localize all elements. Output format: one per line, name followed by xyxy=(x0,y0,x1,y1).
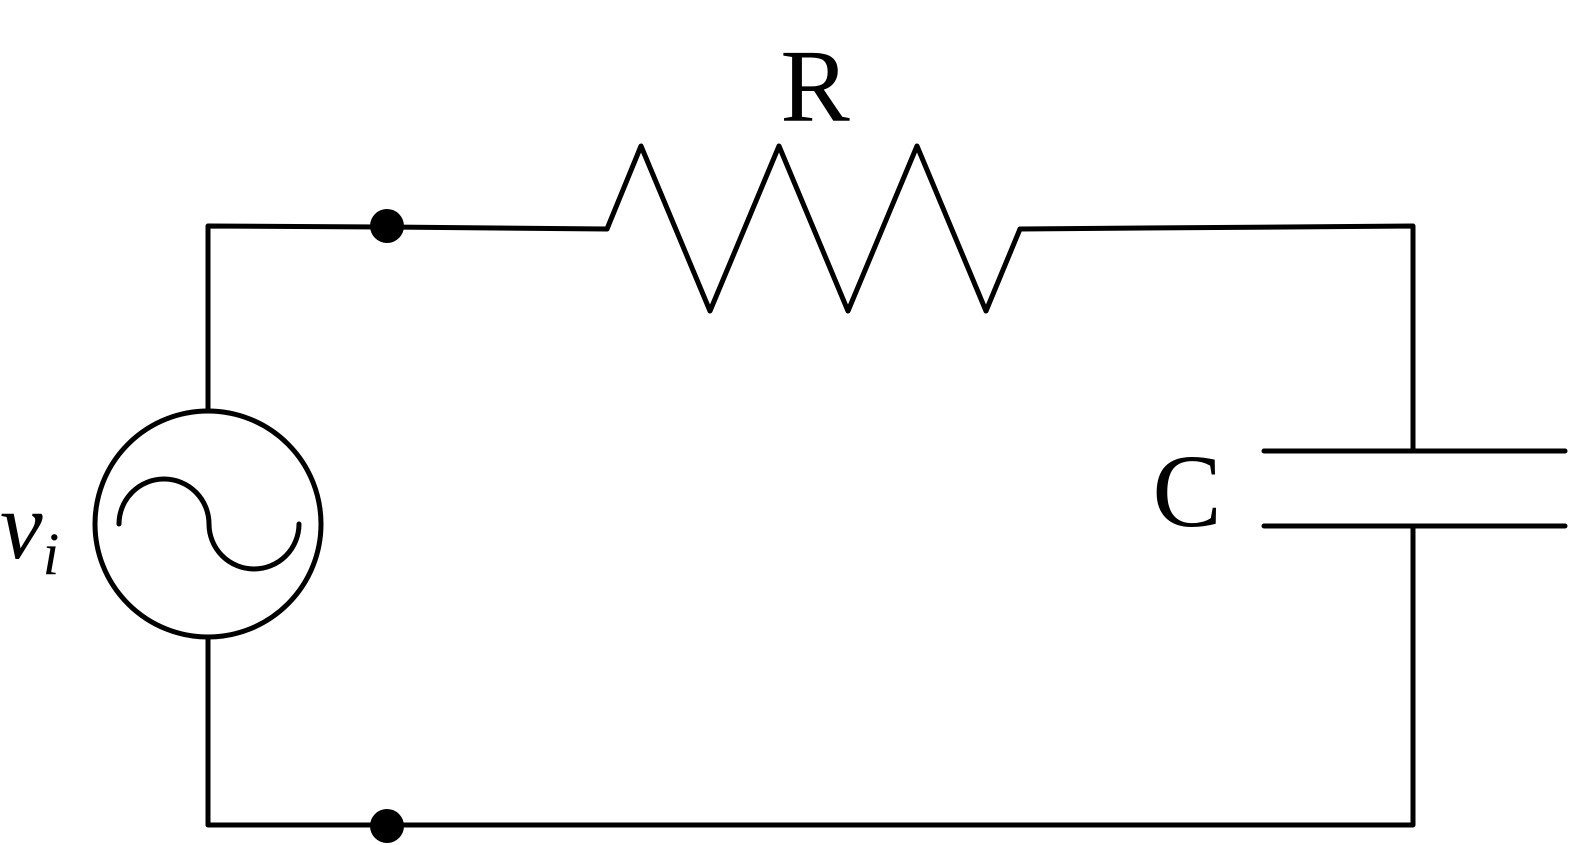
capacitor-label: C xyxy=(1152,434,1221,549)
top-right-wire xyxy=(1017,223,1416,454)
resistor-zigzag xyxy=(604,143,1023,314)
sine-wave-icon xyxy=(116,476,302,572)
resistor-label: R xyxy=(780,29,850,144)
ac-source-circle xyxy=(92,408,324,640)
bottom-node-dot xyxy=(370,809,404,843)
bottom-wire xyxy=(205,523,1416,828)
top-left-wire xyxy=(205,223,610,413)
source-voltage-label: vi xyxy=(0,472,59,587)
source-voltage-symbol: v xyxy=(0,472,43,579)
source-voltage-subscript: i xyxy=(43,521,60,587)
top-node-dot xyxy=(370,209,404,243)
